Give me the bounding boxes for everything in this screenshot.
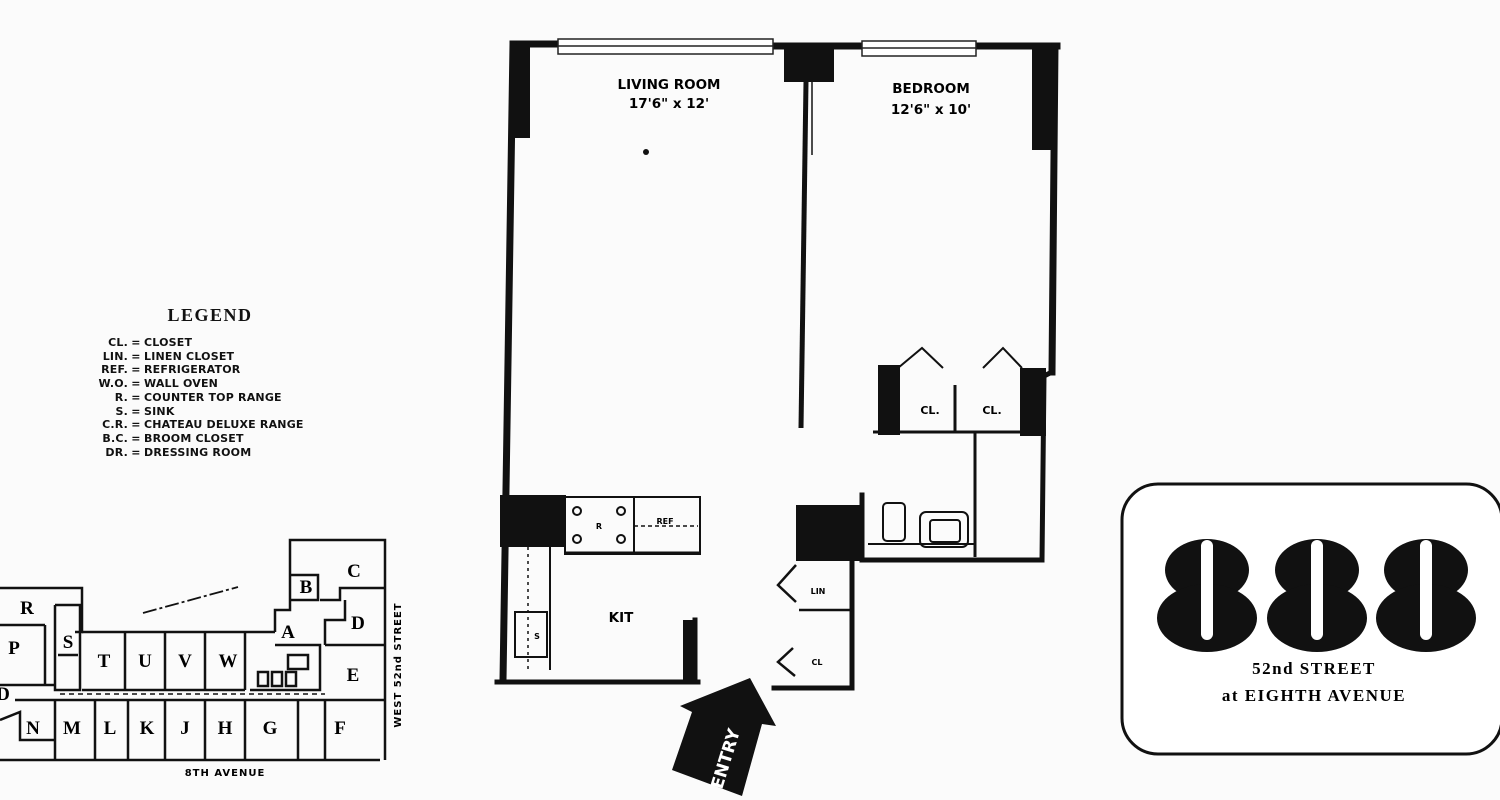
legend-meaning: SINK — [144, 404, 175, 418]
legend-equals: = — [131, 390, 141, 404]
legend-equals: = — [131, 418, 141, 432]
closet-right-label: CL. — [982, 404, 1001, 417]
legend-abbr: S. — [115, 404, 128, 418]
legend-equals: = — [131, 363, 141, 377]
legend-equals: = — [131, 336, 141, 349]
bedroom-dimensions: 12'6" x 10' — [891, 102, 971, 118]
legend-title: LEGEND — [167, 305, 253, 325]
legend-abbr: LIN. — [102, 349, 128, 363]
legend-equals: = — [131, 377, 141, 391]
ref-label: REF — [656, 517, 673, 526]
legend-meaning: CLOSET — [144, 336, 193, 349]
legend-meaning: DRESSING ROOM — [144, 445, 252, 459]
legend-item: CL.=CLOSET — [80, 336, 320, 350]
legend-abbr: C.R. — [102, 418, 128, 432]
range-label: R — [596, 522, 602, 531]
legend-item: S.=SINK — [80, 405, 320, 419]
entry-arrow: ENTRY — [672, 678, 776, 796]
wall-masses — [500, 46, 1056, 682]
legend-meaning: LINEN CLOSET — [144, 349, 235, 363]
legend-abbr: W.O. — [98, 377, 128, 391]
entry-closet-label: CL — [812, 658, 823, 667]
linen-label: LIN — [811, 587, 826, 596]
outer-walls — [494, 40, 1061, 691]
legend-equals: = — [131, 349, 141, 363]
entry-closets — [776, 564, 852, 677]
bathroom — [868, 432, 977, 557]
legend-item: DR.=DRESSING ROOM — [80, 446, 320, 460]
legend-equals: = — [131, 445, 141, 459]
legend-meaning: CHATEAU DELUXE RANGE — [144, 418, 304, 432]
legend-meaning: BROOM CLOSET — [144, 431, 244, 445]
living-room-name: LIVING ROOM — [618, 77, 721, 93]
legend-item: B.C.=BROOM CLOSET — [80, 432, 320, 446]
closet-left-label: CL. — [920, 404, 939, 417]
legend-abbr: R. — [114, 390, 128, 404]
kitchen-label: KIT — [609, 610, 634, 626]
legend-item: W.O.=WALL OVEN — [80, 377, 320, 391]
legend-meaning: REFRIGERATOR — [144, 363, 241, 377]
legend-item: R.=COUNTER TOP RANGE — [80, 391, 320, 405]
bedroom-name: BEDROOM — [892, 81, 970, 97]
legend-item: LIN.=LINEN CLOSET — [80, 350, 320, 364]
legend-item: C.R.=CHATEAU DELUXE RANGE — [80, 418, 320, 432]
windows — [557, 38, 977, 57]
legend-meaning: COUNTER TOP RANGE — [144, 390, 282, 404]
legend-item: REF.=REFRIGERATOR — [80, 363, 320, 377]
living-room-dimensions: 17'6" x 12' — [629, 96, 709, 112]
legend-meaning: WALL OVEN — [144, 377, 219, 391]
legend-abbr: CL. — [108, 336, 128, 349]
legend-abbr: DR. — [105, 445, 128, 459]
legend-equals: = — [131, 404, 141, 418]
kitchen — [514, 496, 701, 672]
partition — [798, 81, 813, 429]
legend-abbr: REF. — [101, 363, 128, 377]
legend-abbr: B.C. — [102, 431, 128, 445]
legend-equals: = — [131, 431, 141, 445]
sink-label: S — [534, 632, 540, 641]
closets — [873, 346, 1040, 434]
